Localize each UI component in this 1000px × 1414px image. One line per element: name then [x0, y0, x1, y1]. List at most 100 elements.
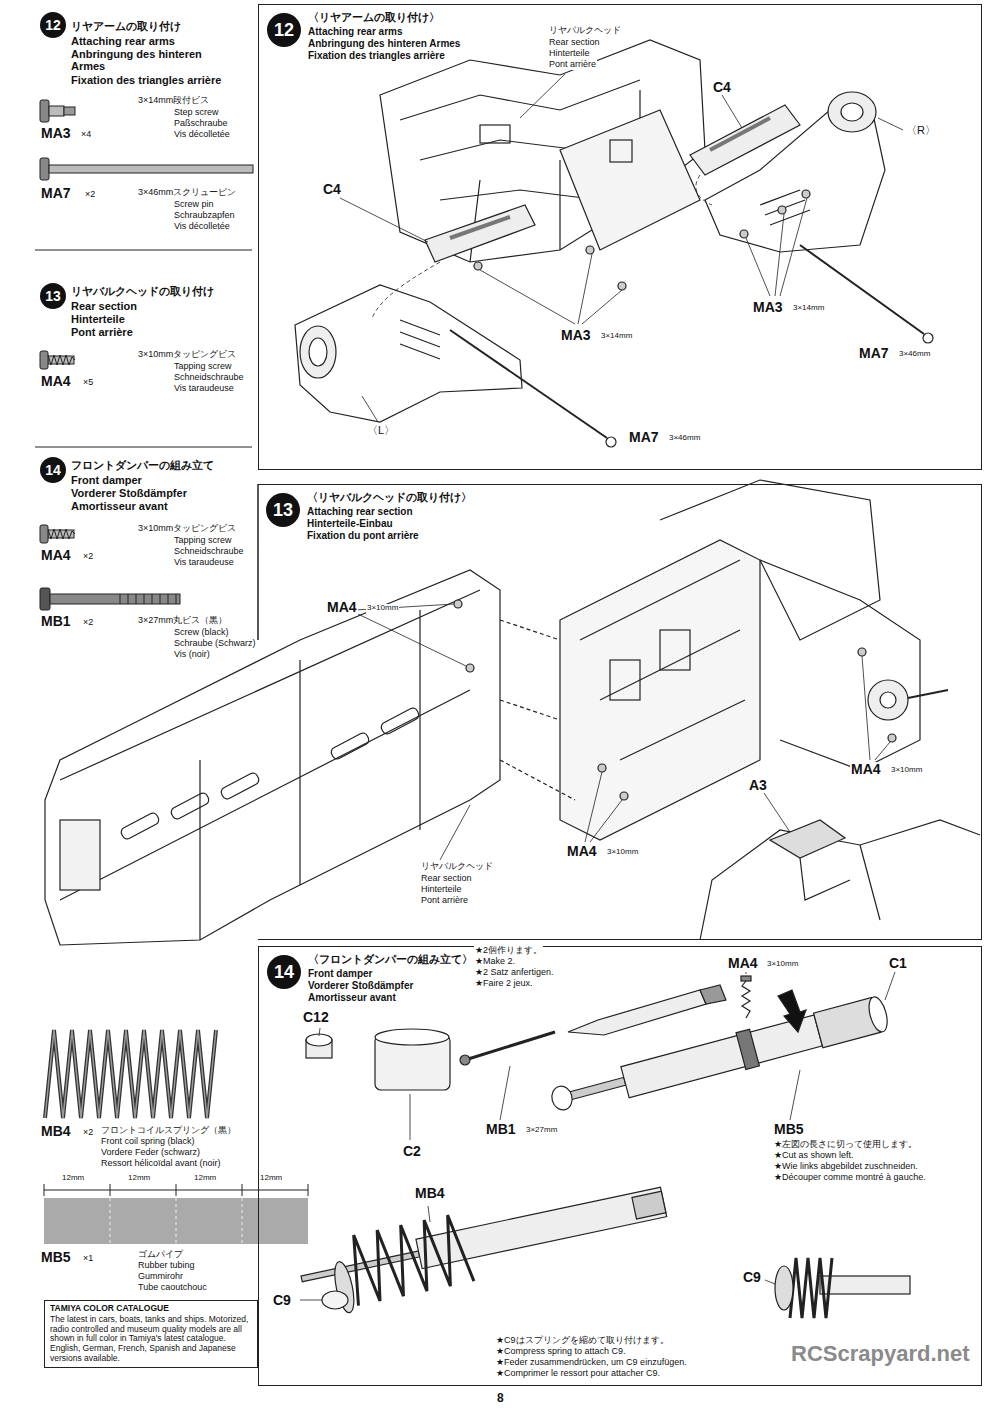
- caption-text: ×5: [82, 378, 94, 388]
- damper-parts: [465, 1032, 555, 1060]
- rear-arm-assembly: [610, 140, 632, 162]
- rear-arm-assembly: [841, 103, 863, 121]
- chassis-assembly: [60, 820, 100, 890]
- caption-text: ★Make 2.: [474, 957, 516, 967]
- part-code: MB5: [773, 1122, 805, 1137]
- caption-text: Schneidschraube: [173, 547, 245, 557]
- heading-text: TAMIYA COLOR CATALOGUE: [50, 1304, 252, 1314]
- part-code: C4: [322, 182, 342, 197]
- tapping-screw: [48, 355, 75, 365]
- caption-text: Ressort hélicoïdal avant (noir): [100, 1159, 222, 1169]
- body-text: Fixation du pont arrière: [306, 530, 473, 542]
- caption-text: Rear section: [548, 38, 601, 48]
- part-code: MA4: [850, 762, 882, 777]
- chassis-assembly: [858, 648, 866, 656]
- dimension: 3×14mm: [792, 304, 825, 313]
- damper-parts: [568, 990, 706, 1035]
- part-code: MA4: [727, 956, 759, 971]
- chassis-assembly: [760, 560, 920, 770]
- black-screw: [40, 588, 50, 610]
- part-code: MA3: [40, 126, 72, 141]
- body-text: Front damper: [307, 968, 474, 980]
- dimension: 12mm: [193, 1174, 217, 1183]
- rubber-tube: [44, 1184, 308, 1196]
- rear-arm-assembly: [618, 282, 626, 290]
- caption-text: Vorderer Stoßdämpfer: [70, 487, 188, 499]
- caption-text: Rubber tubing: [137, 1261, 196, 1271]
- part-code: MA3: [752, 300, 784, 315]
- damper-parts: [790, 1258, 832, 1318]
- part-code: MA4: [566, 844, 598, 859]
- part-code: MA4: [326, 600, 358, 615]
- caption-text: ★Feder zusammendrücken, um C9 einzufügen…: [495, 1358, 688, 1368]
- caption-text: 〈L〉: [366, 424, 396, 436]
- chassis-assembly: [45, 480, 980, 945]
- heading-text: 〈リヤバルクヘッドの取り付け〉: [306, 491, 473, 504]
- rear-arm-assembly: [923, 333, 933, 343]
- caption-text: ×1: [82, 1254, 94, 1264]
- caption-text: Vis décolletée: [173, 130, 231, 140]
- dimension: 3×10mm: [890, 766, 923, 775]
- screw-pin: [40, 158, 253, 180]
- caption-text: ×2: [84, 190, 96, 200]
- part-code: MB1: [485, 1122, 517, 1137]
- chassis-assembly: [380, 706, 421, 735]
- rear-arm-assembly: [450, 330, 607, 438]
- dimension: 3×14mm: [600, 332, 633, 341]
- heading-text: 12: [45, 18, 61, 32]
- rear-arm-assembly: [474, 262, 482, 270]
- caption-text: Vis décolletée: [173, 222, 231, 232]
- caption-text: Anbringung des hinteren Armes: [70, 48, 222, 72]
- caption-text: フロントダンパーの組み立て: [70, 459, 215, 471]
- damper-parts: [820, 1276, 910, 1294]
- chassis-assembly: [610, 660, 640, 700]
- part-code: MA4: [40, 548, 72, 563]
- step-screw: [49, 106, 64, 116]
- rear-arm-assembly: [740, 230, 748, 238]
- part-code: MB4: [414, 1186, 446, 1201]
- body-text: Attaching rear arms: [307, 26, 461, 38]
- caption-text: リヤバルクヘッドの取り付け: [70, 285, 215, 297]
- dimension: 3×46mm: [898, 350, 931, 359]
- part-code: C1: [888, 956, 908, 971]
- chassis-assembly: [170, 791, 211, 820]
- rear-arm-assembly: [300, 326, 336, 378]
- rear-arm-assembly: [400, 320, 440, 359]
- caption-text: ★Cut as shown left.: [773, 1151, 855, 1161]
- caption-text: ★左図の長さに切って使用します。: [773, 1140, 918, 1150]
- rear-arm-assembly: [760, 190, 810, 225]
- caption-text: ×2: [82, 1128, 94, 1138]
- caption-text: ★Comprimer le ressort pour attacher C9.: [495, 1369, 661, 1379]
- step-number: 14: [267, 955, 301, 989]
- damper-parts: [775, 1266, 793, 1310]
- rear-arm-assembly: [802, 190, 810, 198]
- rear-arm-assembly: [690, 105, 800, 175]
- chassis-assembly: [868, 680, 908, 720]
- part-code: C4: [712, 80, 732, 95]
- page-number: 8: [496, 1392, 505, 1405]
- tapping-screw: [40, 351, 75, 543]
- step-panel: 〈リヤアームの取り付け〉Attaching rear armsAnbringun…: [258, 4, 982, 470]
- step-screw: [40, 100, 49, 122]
- caption-text: ×2: [82, 552, 94, 562]
- chassis-assembly: [220, 771, 261, 800]
- caption-text: Tapping screw: [173, 536, 233, 546]
- chassis-assembly: [466, 664, 474, 672]
- step-heading: 〈リヤバルクヘッドの取り付け〉Attaching rear sectionHin…: [306, 491, 473, 542]
- rear-arm-assembly: [372, 175, 712, 318]
- caption-text: 3×27mm丸ビス（黒）: [137, 616, 228, 626]
- chassis-assembly: [560, 540, 760, 840]
- caption-text: Pont arrière: [70, 326, 134, 338]
- chassis-assembly: [908, 690, 948, 698]
- part-code: C9: [742, 1270, 762, 1285]
- rear-arm-assembly: [425, 205, 535, 262]
- caption-text: Vis taraudeuse: [173, 558, 235, 568]
- caption-text: Screw pin: [173, 200, 215, 210]
- caption-text: ★Découper comme montré à gauche.: [773, 1173, 927, 1183]
- dimension: 12mm: [259, 1174, 283, 1183]
- caption-text: Schraube (Schwarz): [173, 639, 257, 649]
- tapping-screw: [48, 356, 74, 364]
- caption-text: ★C9はスプリングを縮めて取り付けます。: [495, 1336, 670, 1346]
- caption-text: Hinterteile: [548, 49, 591, 59]
